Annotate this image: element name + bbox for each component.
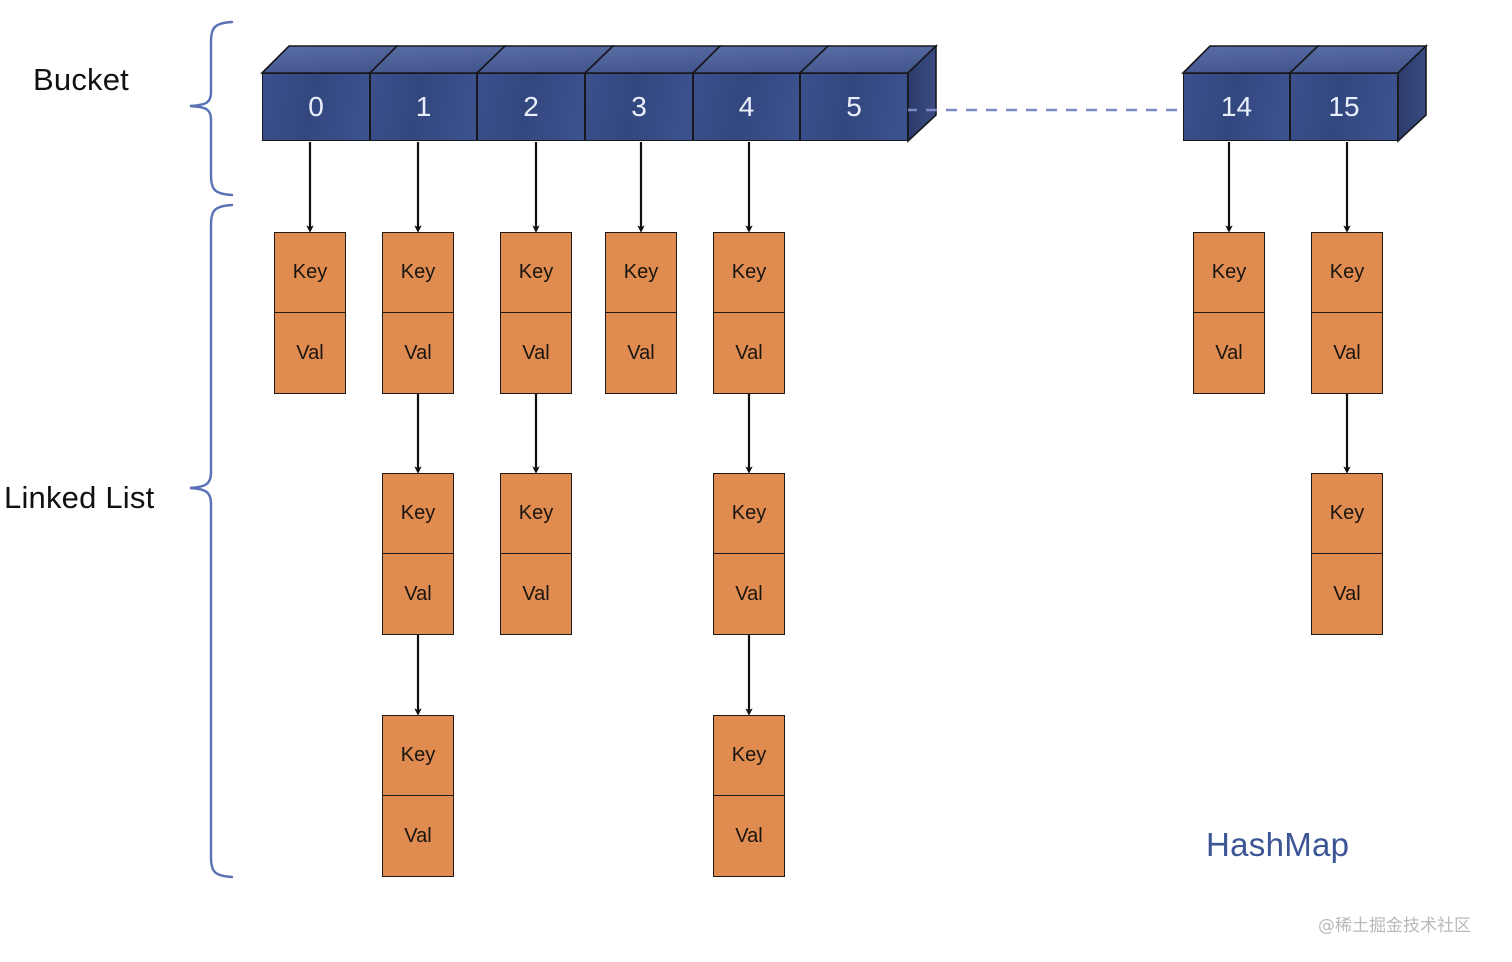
node-key-cell: Key bbox=[1312, 233, 1382, 313]
node-key-cell: Key bbox=[501, 474, 571, 554]
label-linked-list: Linked List bbox=[4, 480, 155, 515]
bucket-side-left-group bbox=[907, 44, 937, 143]
node-bucket1-2[interactable]: Key Val bbox=[382, 715, 454, 877]
node-val-cell: Val bbox=[383, 554, 453, 634]
node-bucket15-1[interactable]: Key Val bbox=[1311, 473, 1383, 635]
hashmap-caption: HashMap bbox=[1206, 826, 1350, 863]
bucket-cell-5[interactable]: 5 bbox=[800, 73, 908, 141]
node-bucket0-0[interactable]: Key Val bbox=[274, 232, 346, 394]
bucket-cell-4[interactable]: 4 bbox=[693, 73, 800, 141]
node-bucket4-0[interactable]: Key Val bbox=[713, 232, 785, 394]
node-val-cell: Val bbox=[1194, 313, 1264, 393]
node-val-cell: Val bbox=[714, 796, 784, 876]
brace-linked-list bbox=[189, 203, 234, 879]
node-val-cell: Val bbox=[383, 313, 453, 393]
node-key-cell: Key bbox=[383, 474, 453, 554]
node-val-cell: Val bbox=[714, 554, 784, 634]
bucket-to-node-arrows bbox=[306, 142, 1351, 233]
node-bucket4-2[interactable]: Key Val bbox=[713, 715, 785, 877]
node-val-cell: Val bbox=[606, 313, 676, 393]
node-val-cell: Val bbox=[1312, 554, 1382, 634]
node-bucket2-0[interactable]: Key Val bbox=[500, 232, 572, 394]
label-bucket: Bucket bbox=[33, 62, 129, 97]
node-bucket14-0[interactable]: Key Val bbox=[1193, 232, 1265, 394]
node-bucket15-0[interactable]: Key Val bbox=[1311, 232, 1383, 394]
bucket-cell-2[interactable]: 2 bbox=[477, 73, 585, 141]
node-val-cell: Val bbox=[501, 554, 571, 634]
node-val-cell: Val bbox=[714, 313, 784, 393]
bucket-cell-15[interactable]: 15 bbox=[1290, 73, 1398, 141]
node-bucket1-1[interactable]: Key Val bbox=[382, 473, 454, 635]
node-key-cell: Key bbox=[1194, 233, 1264, 313]
node-key-cell: Key bbox=[275, 233, 345, 313]
node-val-cell: Val bbox=[383, 796, 453, 876]
bucket-cell-0[interactable]: 0 bbox=[262, 73, 370, 141]
node-chain-arrows bbox=[414, 394, 1351, 716]
node-key-cell: Key bbox=[501, 233, 571, 313]
node-bucket2-1[interactable]: Key Val bbox=[500, 473, 572, 635]
node-val-cell: Val bbox=[275, 313, 345, 393]
node-val-cell: Val bbox=[501, 313, 571, 393]
bucket-group-right-3d bbox=[1181, 44, 1428, 143]
watermark: @稀土掘金技术社区 bbox=[1318, 916, 1471, 936]
bucket-cell-14[interactable]: 14 bbox=[1183, 73, 1290, 141]
node-key-cell: Key bbox=[1312, 474, 1382, 554]
brace-bucket bbox=[189, 20, 234, 197]
node-key-cell: Key bbox=[606, 233, 676, 313]
node-key-cell: Key bbox=[714, 474, 784, 554]
bucket-cell-3[interactable]: 3 bbox=[585, 73, 693, 141]
node-key-cell: Key bbox=[383, 716, 453, 796]
node-key-cell: Key bbox=[714, 716, 784, 796]
node-bucket3-0[interactable]: Key Val bbox=[605, 232, 677, 394]
node-bucket1-0[interactable]: Key Val bbox=[382, 232, 454, 394]
node-key-cell: Key bbox=[383, 233, 453, 313]
bucket-side-right-group bbox=[1397, 44, 1427, 143]
node-bucket4-1[interactable]: Key Val bbox=[713, 473, 785, 635]
node-val-cell: Val bbox=[1312, 313, 1382, 393]
node-key-cell: Key bbox=[714, 233, 784, 313]
bucket-cell-1[interactable]: 1 bbox=[370, 73, 477, 141]
